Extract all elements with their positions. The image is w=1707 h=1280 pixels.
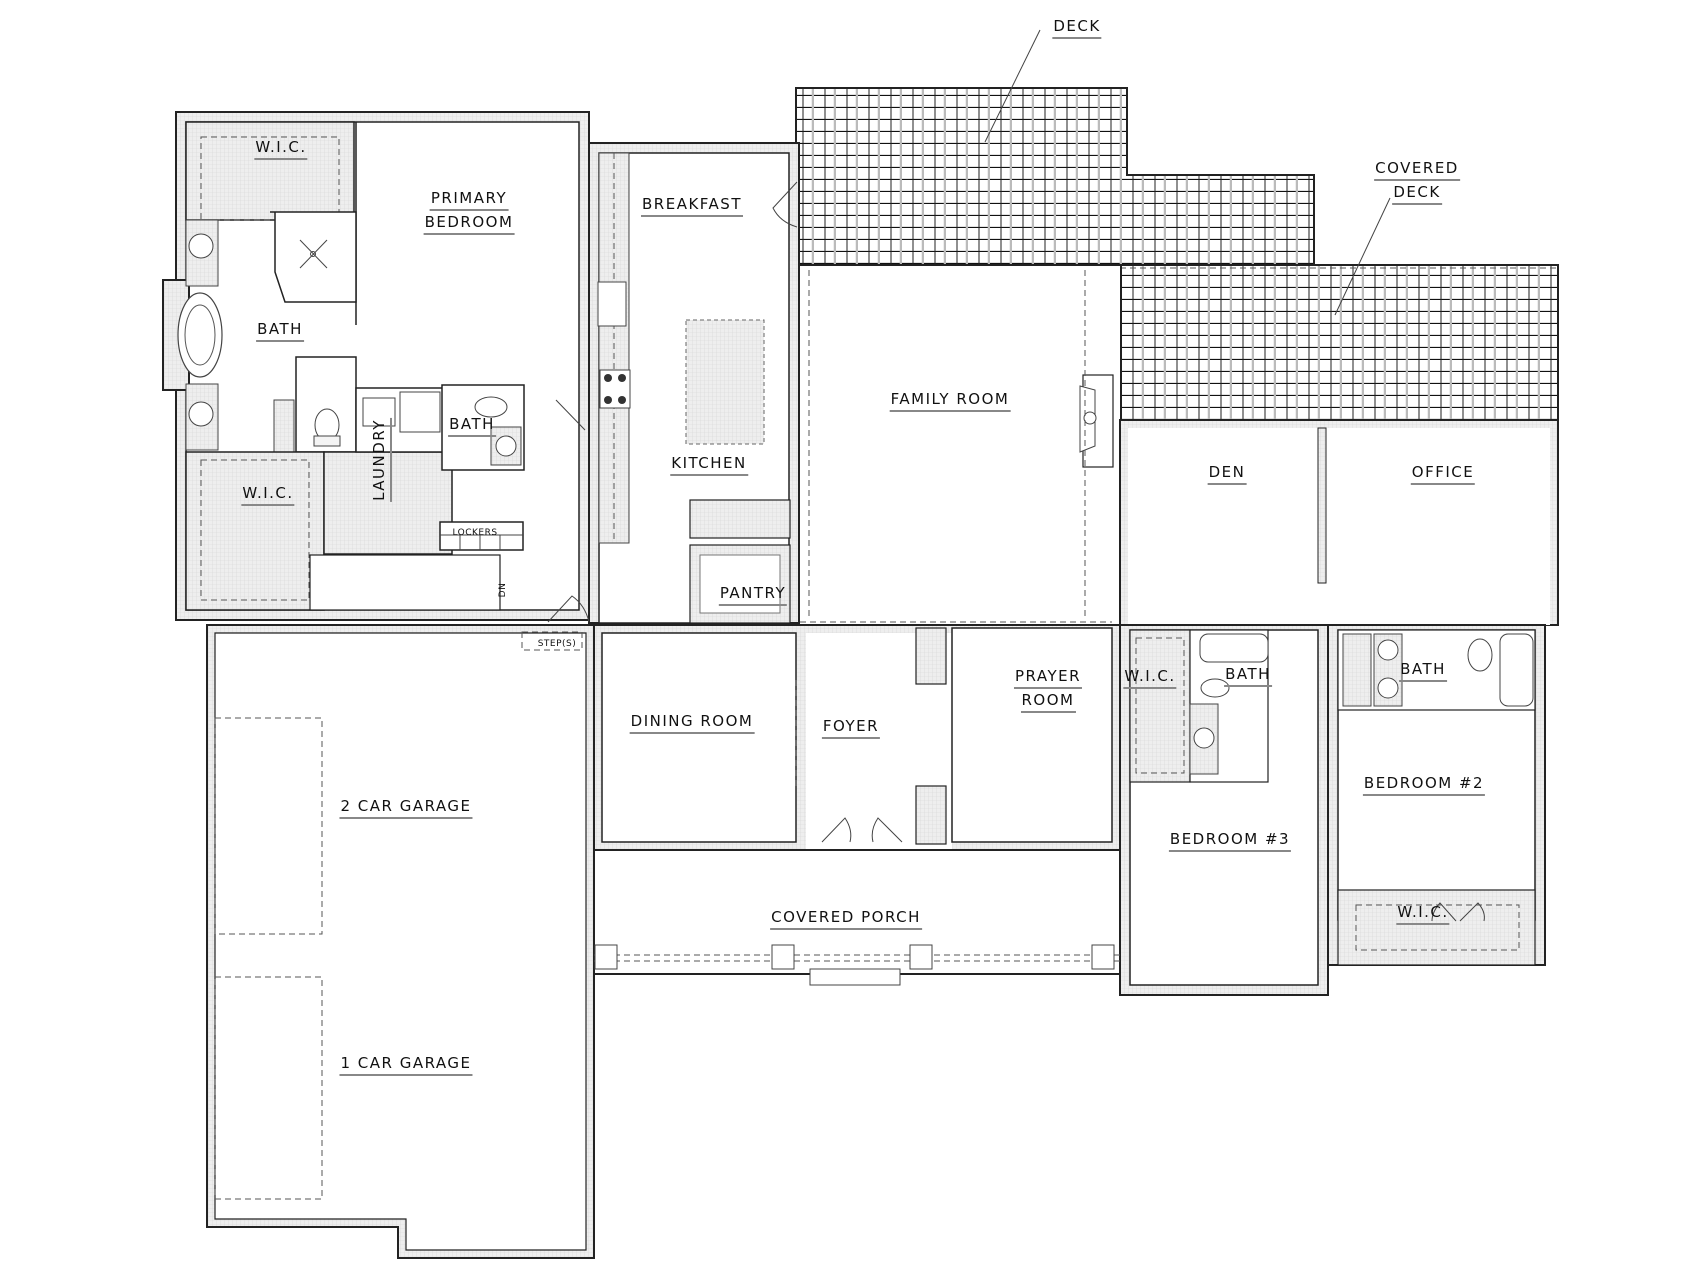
doors — [547, 181, 1485, 922]
label-bed3-bath: BATH — [1224, 663, 1272, 687]
label-breakfast: BREAKFAST — [641, 193, 743, 217]
label-pantry: PANTRY — [718, 582, 788, 606]
label-lockers: LOCKERS — [452, 528, 498, 538]
stairs — [309, 554, 501, 611]
label-bed2-bath: BATH — [1399, 658, 1447, 682]
label-primary-bath: BATH — [256, 318, 304, 342]
deck-leader-line — [984, 29, 1041, 143]
label-stairs-down: DN — [498, 582, 508, 598]
label-dining-room: DINING ROOM — [629, 710, 755, 734]
label-steps: STEP(S) — [537, 639, 577, 649]
label-1-car-garage: 1 CAR GARAGE — [339, 1052, 473, 1076]
covered-deck-leader-line — [1334, 197, 1391, 316]
label-laundry: LAUNDRY — [368, 418, 392, 502]
label-deck: DECK — [1052, 15, 1102, 39]
label-office: OFFICE — [1410, 461, 1476, 485]
label-bedroom-2: BEDROOM #2 — [1362, 772, 1486, 796]
label-primary-wic-bottom: W.I.C. — [241, 482, 295, 506]
label-half-bath: BATH — [448, 413, 496, 437]
interior-details — [177, 121, 1536, 1200]
label-foyer: FOYER — [821, 715, 881, 739]
label-bed2-wic: W.I.C. — [1396, 901, 1450, 925]
deck — [795, 29, 1315, 266]
label-bedroom-3: BEDROOM #3 — [1168, 828, 1292, 852]
label-2-car-garage: 2 CAR GARAGE — [339, 795, 473, 819]
label-primary-wic-top: W.I.C. — [254, 136, 308, 160]
label-kitchen: KITCHEN — [670, 452, 748, 476]
label-den: DEN — [1207, 461, 1247, 485]
label-bed3-wic: W.I.C. — [1123, 665, 1177, 689]
label-family-room: FAMILY ROOM — [889, 388, 1011, 412]
label-covered-porch: COVERED PORCH — [770, 906, 922, 930]
